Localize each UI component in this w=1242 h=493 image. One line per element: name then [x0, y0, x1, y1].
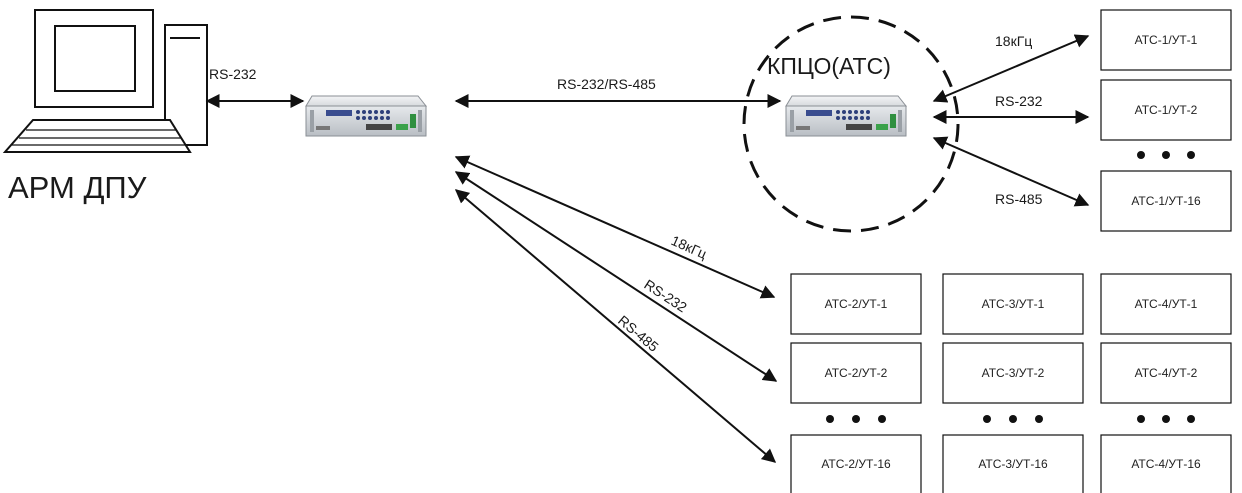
workstation-title: АРМ ДПУ: [8, 170, 147, 205]
label-top-18k: 18кГц: [995, 33, 1032, 49]
kpco-title: КПЦО(АТС): [767, 53, 891, 79]
label-trunk: RS-232/RS-485: [557, 76, 656, 92]
ats2-ut16-box: [790, 434, 922, 493]
label-diag-rs485: RS-485: [615, 312, 662, 355]
arrow-diag-rs485: [454, 189, 777, 463]
ats3-ut1-box: [942, 273, 1084, 335]
arrow-top-18k: [932, 34, 1090, 103]
label-top-rs485: RS-485: [995, 191, 1043, 207]
ats2-ut16-label: АТС-2/УТ-16: [821, 457, 891, 471]
label-pc-link: RS-232: [209, 66, 257, 82]
ats1-ut16-box: [1100, 170, 1232, 232]
controller-device-kpco: [785, 95, 908, 137]
ats3-ut2-label: АТС-3/УТ-2: [982, 366, 1045, 380]
ats3-ut16-box: [942, 434, 1084, 493]
ellipsis-dots-ats1: [1137, 151, 1195, 159]
ats4-ut2-box: [1100, 342, 1232, 404]
kpco-boundary-circle: [742, 15, 960, 233]
ats2-ut2-box: [790, 342, 922, 404]
ats4-ut16-box: [1100, 434, 1232, 493]
ats2-ut2-label: АТС-2/УТ-2: [825, 366, 888, 380]
ats1-ut16-label: АТС-1/УТ-16: [1131, 194, 1201, 208]
computer-icon: [2, 9, 208, 153]
ats3-ut1-label: АТС-3/УТ-1: [982, 297, 1045, 311]
ats1-ut1-box: [1100, 9, 1232, 71]
ats2-ut1-label: АТС-2/УТ-1: [825, 297, 888, 311]
ellipsis-dots-ats2: [826, 415, 886, 423]
ats1-ut2-label: АТС-1/УТ-2: [1135, 103, 1198, 117]
ats4-ut1-label: АТС-4/УТ-1: [1135, 297, 1198, 311]
ats4-ut16-label: АТС-4/УТ-16: [1131, 457, 1201, 471]
ats2-ut1-box: [790, 273, 922, 335]
ats1-ut2-box: [1100, 79, 1232, 141]
label-top-rs232: RS-232: [995, 93, 1043, 109]
ats3-ut16-label: АТС-3/УТ-16: [978, 457, 1048, 471]
arrow-top-rs485: [932, 136, 1090, 207]
controller-device-left: [305, 95, 428, 137]
ats4-ut2-label: АТС-4/УТ-2: [1135, 366, 1198, 380]
ellipsis-dots-ats4: [1137, 415, 1195, 423]
ellipsis-dots-ats3: [983, 415, 1043, 423]
ats3-ut2-box: [942, 342, 1084, 404]
label-diag-18k: 18кГц: [669, 232, 710, 262]
ats1-ut1-label: АТС-1/УТ-1: [1135, 33, 1198, 47]
ats4-ut1-box: [1100, 273, 1232, 335]
